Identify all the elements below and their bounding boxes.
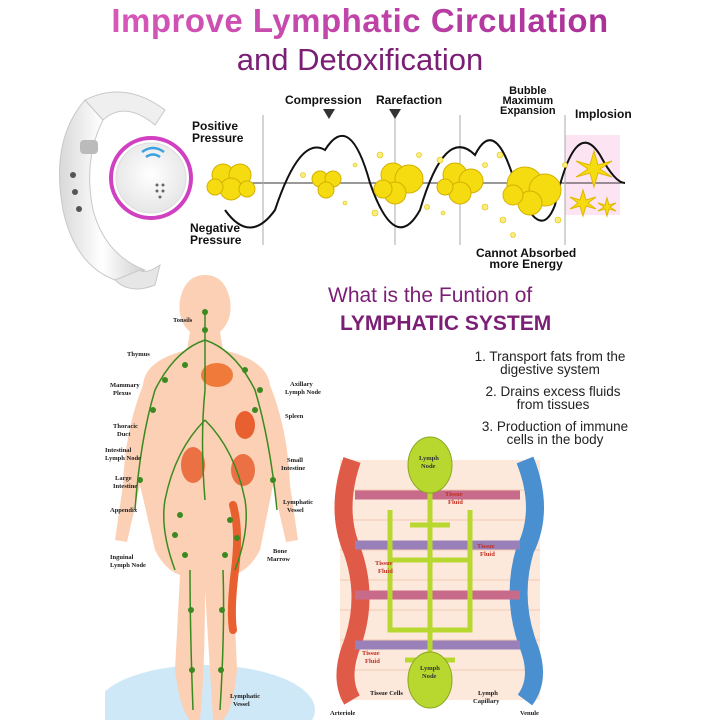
cavitation-wave-diagram [206, 109, 625, 245]
arteriole-label: Arteriole [330, 710, 355, 717]
appendix-label: Appendix [110, 507, 138, 514]
function-subtitle: LYMPHATIC SYSTEM [340, 312, 552, 335]
venule-label: Venule [520, 710, 539, 717]
thymus-label: Thymus [127, 351, 150, 358]
compression-label: Compression [285, 93, 362, 107]
page-title: Improve Lymphatic Circulation [0, 2, 720, 40]
spleen-label: Spleen [285, 413, 304, 420]
rarefaction-label: Rarefaction [376, 93, 443, 107]
function-title: What is the Funtion of [328, 284, 533, 307]
implosion-label: Implosion [575, 107, 632, 121]
wristband-device-image [58, 91, 193, 290]
page-subtitle: and Detoxification [236, 42, 484, 77]
tissue-cells-label: Tissue Cells [370, 690, 403, 697]
tonsils-label: Tonsils [173, 317, 193, 324]
